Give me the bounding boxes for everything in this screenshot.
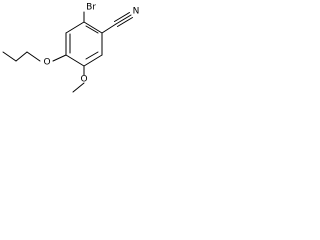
ring-double-bond-1 (85, 25, 99, 34)
propoxy-bond-2 (15, 51, 28, 62)
propoxy-bond-1 (26, 51, 41, 62)
ring-bond-4 (65, 54, 85, 67)
methoxy-oxygen-label: O (80, 75, 87, 85)
structure-diagram: Br N O O (0, 0, 144, 98)
propoxy-bond-3 (2, 51, 17, 62)
ring-double-bond-2 (85, 51, 99, 60)
propoxy-oxygen-label: O (43, 58, 50, 68)
bromine-label: Br (86, 3, 96, 13)
nitrile-triple-bond-1 (115, 14, 132, 25)
ring-bond-1 (83, 21, 103, 34)
ring-bond-6 (65, 21, 85, 34)
nitrile-triple-bond-2 (114, 12, 130, 22)
nitrile-triple-bond-3 (117, 17, 133, 27)
nitrile-bond (101, 23, 117, 34)
nitrile-nitrogen-label: N (133, 7, 140, 17)
propoxy-oxygen-bond (52, 54, 67, 62)
ring-bond-3 (83, 54, 103, 67)
molecule-structure: Br N O O (2, 3, 140, 93)
methoxy-bond (72, 82, 85, 93)
